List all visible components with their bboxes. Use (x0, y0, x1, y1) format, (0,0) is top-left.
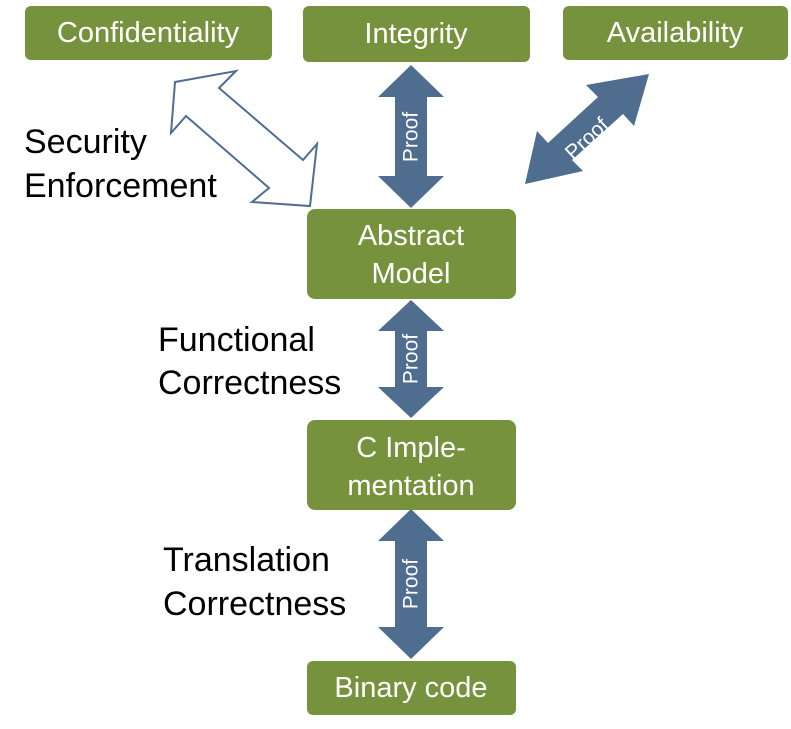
integrity-label: Integrity (364, 18, 468, 50)
availability-box: Availability (563, 6, 788, 60)
c-implementation-box: C Imple- mentation (307, 420, 516, 510)
integrity-proof-arrow: Proof (378, 65, 444, 208)
abstract-model-label-line2: Model (372, 258, 451, 290)
integrity-box: Integrity (303, 6, 530, 62)
confidentiality-label: Confidentiality (57, 17, 240, 49)
translation-proof-arrow: Proof (378, 509, 444, 659)
security-enforcement-line1: Security (24, 123, 147, 161)
confidentiality-box: Confidentiality (25, 6, 272, 60)
binary-code-label: Binary code (334, 672, 487, 704)
security-enforcement-arrow (169, 69, 319, 208)
functional-correctness-label: Functional Correctness (158, 321, 341, 402)
availability-label: Availability (607, 17, 744, 49)
functional-proof-arrow: Proof (378, 300, 444, 418)
integrity-proof-label: Proof (400, 112, 423, 162)
abstract-model-label-line1: Abstract (358, 220, 464, 252)
abstract-model-box: Abstract Model (307, 209, 516, 299)
translation-correctness-line1: Translation (163, 541, 330, 579)
binary-code-box: Binary code (307, 661, 516, 715)
functional-proof-label: Proof (400, 334, 423, 384)
translation-proof-label: Proof (400, 559, 423, 609)
translation-correctness-label: Translation Correctness (163, 541, 346, 623)
functional-correctness-line2: Correctness (158, 364, 341, 402)
availability-proof-arrow: Proof (525, 74, 649, 184)
functional-correctness-line1: Functional (158, 321, 315, 359)
c-implementation-label-line1: C Imple- (356, 432, 466, 464)
security-enforcement-line2: Enforcement (24, 167, 217, 205)
c-implementation-label-line2: mentation (347, 470, 474, 502)
translation-correctness-line2: Correctness (163, 585, 346, 623)
security-enforcement-label: Security Enforcement (24, 123, 217, 205)
